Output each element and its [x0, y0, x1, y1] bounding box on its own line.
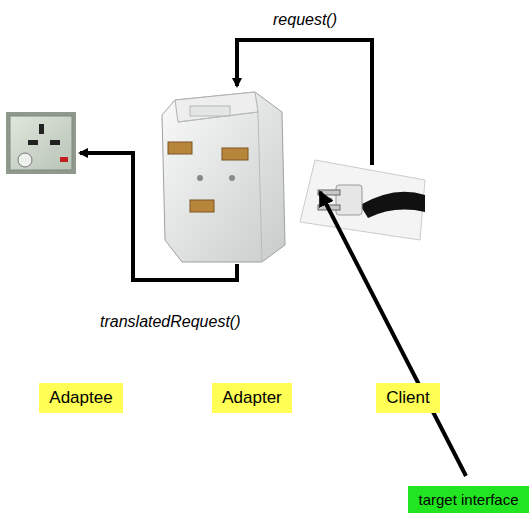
label-box: Adapter [212, 383, 292, 413]
translated-request-arrow [80, 153, 237, 280]
method-label: translatedRequest() [100, 313, 241, 331]
label-box: target interface [408, 486, 529, 513]
label-box: Adaptee [39, 383, 123, 413]
box-text: Client [386, 388, 429, 408]
plug-adapter [162, 92, 285, 262]
us-plug [300, 160, 425, 240]
target-pointer [320, 192, 466, 476]
box-text: Adaptee [49, 388, 112, 408]
method-label: request() [273, 11, 337, 29]
uk-socket [6, 112, 76, 174]
box-text: target interface [418, 491, 518, 508]
label-box: Client [376, 383, 440, 413]
box-text: Adapter [222, 388, 282, 408]
request-arrow [237, 40, 372, 165]
